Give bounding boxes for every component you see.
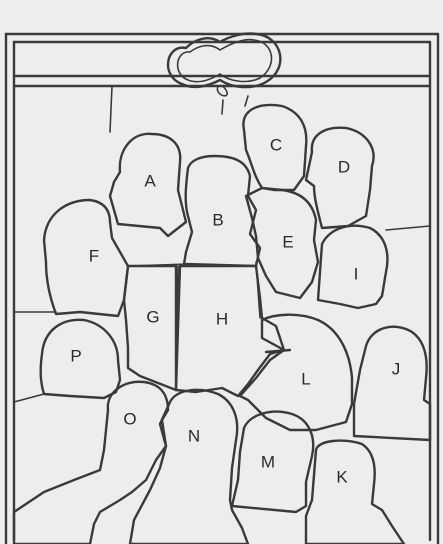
label-o: O [123,409,136,428]
label-a: A [144,171,156,190]
label-c: C [270,135,282,154]
label-f: F [89,246,99,265]
head-j [354,327,430,440]
label-m: M [261,452,275,471]
head-n [130,390,248,544]
label-n: N [188,426,200,445]
head-o [14,382,168,544]
label-e: E [282,232,293,251]
label-g: G [146,307,159,326]
head-h [176,266,284,396]
label-l: L [301,369,310,388]
label-k: K [336,467,348,486]
head-g [124,266,176,390]
label-j: J [392,359,401,378]
head-k [306,441,404,544]
head-l-mark [266,350,290,352]
label-b: B [212,210,223,229]
crest-ovals [168,33,280,114]
label-p: P [70,346,81,365]
label-d: D [338,157,350,176]
head-d [306,128,374,228]
label-h: H [216,309,228,328]
label-i: I [354,264,359,283]
